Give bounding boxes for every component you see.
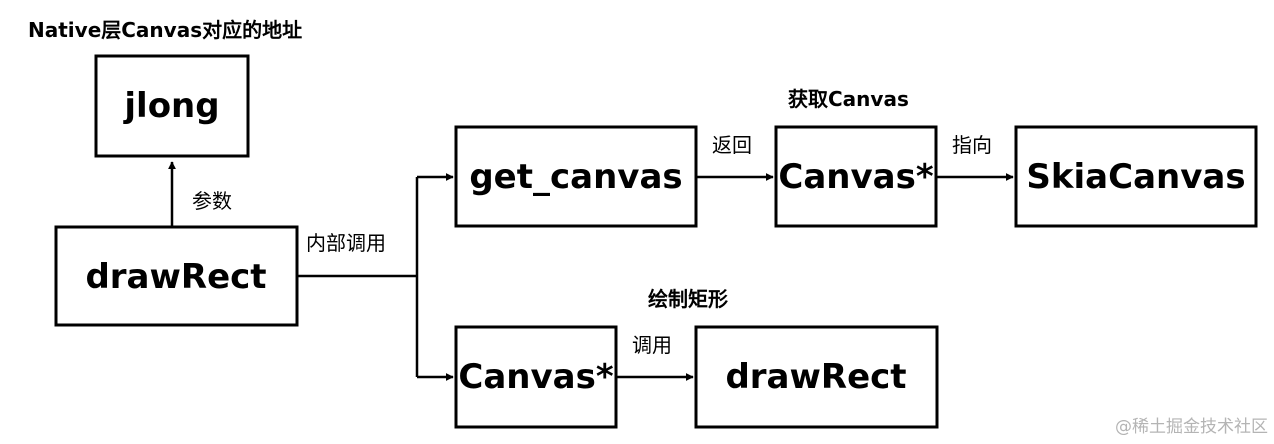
node-skia-canvas-label: SkiaCanvas [1026,157,1245,197]
node-get-canvas: get_canvas [454,125,698,228]
node-draw-rect-bottom: drawRect [694,325,939,429]
edge-return-label: 返回 [712,133,752,157]
canvas-top-caption: 获取Canvas [788,87,909,111]
watermark: @稀土掘金技术社区 [1115,417,1268,437]
connectors [168,161,1014,381]
draw-rect-caption: 绘制矩形 [648,287,728,311]
node-jlong: jlong [94,54,250,158]
jlong-caption: Native层Canvas对应的地址 [28,18,302,42]
node-canvas-ptr-bottom-label: Canvas* [458,357,613,397]
node-canvas-ptr-bottom: Canvas* [454,325,618,429]
node-jlong-label: jlong [122,86,219,126]
node-draw-rect-bottom-label: drawRect [725,357,906,397]
node-draw-rect-main: drawRect [54,225,299,327]
edge-points-to-label: 指向 [952,133,992,157]
edge-internal-call-label: 内部调用 [306,231,386,255]
node-skia-canvas: SkiaCanvas [1014,125,1258,228]
node-draw-rect-main-label: drawRect [85,257,266,297]
node-canvas-ptr-top-label: Canvas* [778,157,933,197]
edge-param-label: 参数 [192,189,232,213]
node-canvas-ptr-top: Canvas* [774,125,938,228]
node-get-canvas-label: get_canvas [469,157,682,197]
edge-call-label: 调用 [632,333,672,357]
